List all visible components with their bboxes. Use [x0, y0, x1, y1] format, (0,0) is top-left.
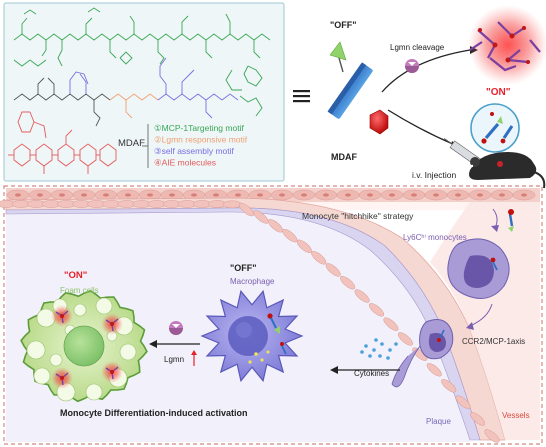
probe-off-label: "OFF"	[330, 20, 357, 30]
cleavage-arrow	[382, 50, 470, 92]
strategy-label: Monocyte "hitchhike" strategy	[302, 211, 414, 221]
injection-scene	[442, 104, 544, 188]
macrophage-off-label: "OFF"	[230, 263, 257, 273]
lgmn-enzyme-icon	[405, 59, 419, 73]
monocytes-label: Ly6Cʰⁱ monocytes	[403, 233, 467, 242]
lgmn-enzyme-icon-bottom	[169, 321, 183, 335]
chemical-structure-panel: MDAF ①MCP-1Targeting motif ②Lgmn responsi…	[4, 3, 284, 181]
legend-item: ①MCP-1Targeting motif	[154, 123, 244, 133]
probe-name-label: MDAF	[331, 152, 357, 162]
monocyte-cell	[448, 239, 509, 299]
cleavage-label: Lgmn cleavage	[390, 43, 445, 52]
legend-item: ②Lgmn responsive motif	[154, 135, 248, 145]
equals-sign	[293, 90, 310, 102]
foam-cells-label: Foam cells	[60, 286, 99, 295]
top-on-label: "ON"	[486, 87, 511, 98]
lgmn-label: Lgmn	[164, 355, 184, 364]
bottom-caption: Monocyte Differentiation-induced activat…	[60, 408, 248, 418]
legend-item: ④AIE molecules	[154, 158, 216, 168]
macrophage-label: Macrophage	[230, 277, 275, 286]
injection-label: i.v. Injection	[412, 170, 457, 180]
plaque-label: Plaque	[426, 417, 451, 426]
foam-on-label: "ON"	[64, 270, 87, 281]
legend-title: MDAF	[118, 138, 145, 149]
legend-item: ③self assembly motif	[154, 146, 235, 156]
injection-arrow	[388, 110, 455, 145]
on-aggregate-glow	[468, 5, 546, 85]
axis-label: CCR2/MCP-1axis	[462, 337, 525, 346]
vessels-label: Vessels	[502, 411, 530, 420]
mdaf-probe-icon	[328, 42, 388, 134]
